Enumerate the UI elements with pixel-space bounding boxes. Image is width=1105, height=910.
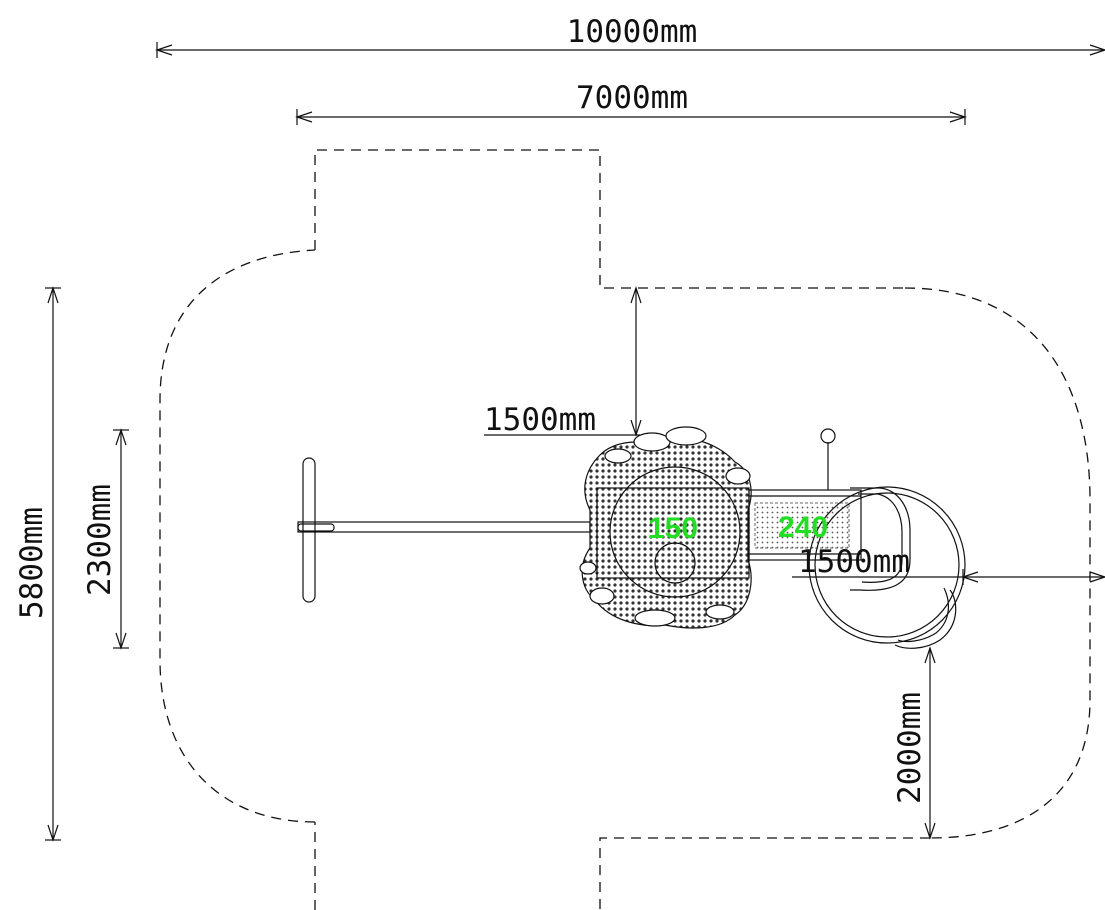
balance-beam: [297, 521, 591, 533]
t-bar-post: [302, 457, 316, 603]
deck-frame: [748, 489, 862, 561]
dim-overall-width-label: 10000mm: [567, 14, 698, 50]
dim-clearance-top-label: 1500mm: [484, 402, 596, 438]
boulders: [579, 426, 751, 627]
dim-clearance-right: 1500mm: [792, 544, 1105, 585]
dim-overall-depth: 5800mm: [14, 286, 61, 842]
spiral-slide-outer: [808, 486, 966, 644]
dim-clearance-top: 1500mm: [484, 286, 642, 438]
spiral-slide-inner: [814, 492, 960, 638]
platform-height-tag: 150: [648, 512, 698, 545]
deck-height-tag: 240: [778, 511, 828, 544]
dim-clearance-bottom: 2000mm: [892, 646, 936, 840]
slide-exit: [894, 589, 957, 649]
balance-beam-end: [297, 523, 335, 532]
dim-equipment-width-label: 7000mm: [576, 80, 688, 116]
dim-equipment-width: 7000mm: [295, 80, 967, 125]
dim-inner-depth-label: 2300mm: [82, 484, 118, 596]
dim-clearance-bottom-label: 2000mm: [892, 692, 928, 804]
platform-circle: [609, 466, 741, 598]
signpost-knob: [820, 428, 836, 444]
dim-inner-depth: 2300mm: [82, 428, 129, 650]
slide-exit-inner: [897, 587, 949, 643]
deck-panel: [754, 502, 850, 549]
slide-chute: [850, 487, 911, 591]
platform-pole: [654, 542, 696, 584]
safety-zone-outline: [159, 149, 1091, 910]
dim-overall-depth-label: 5800mm: [14, 507, 50, 619]
slide-chute-inner: [858, 493, 903, 583]
dim-overall-width: 10000mm: [155, 14, 1105, 58]
play-equipment: 150 240: [297, 426, 966, 649]
